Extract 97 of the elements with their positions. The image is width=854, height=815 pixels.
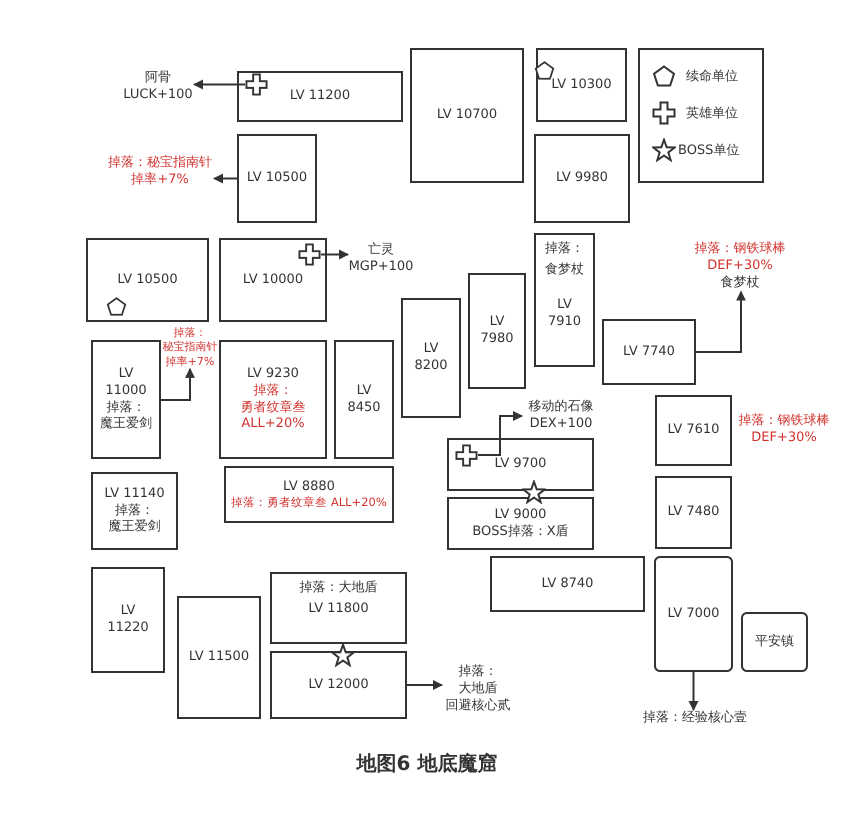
level-label: LV 9700	[494, 456, 546, 473]
legend-label: 英雄单位	[686, 105, 738, 122]
level-box	[468, 273, 526, 389]
level-box	[237, 134, 317, 223]
diagram-title: 地图6 地底魔窟	[354, 750, 498, 777]
level-label: 掉落：	[545, 241, 584, 258]
level-label: LV 10500	[117, 272, 178, 288]
reward-note: 掉落：	[458, 664, 498, 681]
reward-note: 阿骨	[145, 70, 171, 87]
level-box	[655, 476, 732, 549]
arrow	[213, 174, 237, 184]
reward-note: 大地盾	[458, 680, 498, 698]
legend-label: 续命单位	[686, 68, 738, 85]
drop-note: 勇者纹章叁	[240, 400, 306, 416]
reward-note: 掉落：经验核心壹	[643, 710, 747, 727]
level-label: 掉落：	[106, 400, 146, 416]
level-label: 掉落：大地盾	[300, 580, 378, 597]
drop-note: 掉率+7%	[131, 172, 189, 189]
level-box	[224, 466, 394, 523]
level-label: 魔王爱剑	[100, 416, 152, 434]
reward-note: 移动的石像	[528, 399, 594, 416]
level-box	[91, 567, 165, 673]
drop-note: 掉落：	[174, 326, 206, 340]
level-box	[270, 572, 407, 644]
level-label: LV 9000	[494, 506, 546, 524]
drop-note: DEF+30%	[707, 258, 773, 275]
drop-note: 掉落：勇者纹章叁 ALL+20%	[231, 495, 387, 510]
level-label: 魔王爱剑	[108, 519, 160, 536]
level-box	[334, 340, 394, 459]
level-label: LV 7610	[668, 422, 720, 439]
reward-note: MGP+100	[348, 258, 414, 276]
legend-label: BOSS单位	[678, 142, 740, 159]
level-box	[91, 472, 178, 550]
arrow	[478, 411, 523, 456]
reward-note: DEX+100	[530, 416, 592, 433]
level-box	[237, 71, 403, 122]
level-label: LV 7740	[623, 344, 675, 360]
level-box	[655, 395, 732, 466]
reward-note: 回避核心贰	[446, 698, 510, 715]
level-label: 掉落：	[115, 502, 154, 519]
level-label: LV 7000	[668, 606, 720, 622]
level-box	[91, 340, 161, 459]
level-box	[602, 319, 696, 385]
level-label: LV 11500	[188, 649, 250, 666]
level-box	[410, 48, 524, 183]
arrow	[161, 368, 195, 401]
level-label: LV 11140	[104, 486, 165, 503]
level-box	[177, 596, 261, 719]
level-label: LV 8450	[346, 382, 382, 416]
level-label: LV 8200	[413, 341, 449, 375]
reward-note: LUCK+100	[123, 86, 193, 104]
level-label: LV 11000	[104, 366, 148, 400]
level-box	[219, 238, 327, 322]
level-box	[401, 298, 461, 418]
level-label: LV 10000	[242, 272, 304, 288]
reward-note: 亡灵	[368, 242, 394, 259]
level-label: LV 8740	[542, 576, 594, 592]
level-label: LV 10700	[436, 107, 498, 124]
arrow	[321, 250, 349, 260]
drop-note: 掉落：	[254, 382, 292, 400]
level-label: 食梦杖	[545, 262, 584, 279]
arrow	[407, 680, 443, 690]
level-label: 平安镇	[755, 634, 794, 650]
reward-note: 食梦杖	[720, 274, 760, 292]
level-box	[534, 134, 630, 223]
drop-note: ALL+20%	[241, 416, 305, 434]
level-box	[741, 612, 808, 672]
arrow	[193, 80, 245, 90]
level-label: LV 11800	[308, 600, 369, 618]
level-box	[447, 438, 594, 491]
arrow	[696, 290, 746, 353]
level-label: LV 12000	[308, 676, 369, 694]
drop-note: 掉落：钢铁球棒 DEF+30%	[738, 413, 830, 447]
level-label: BOSS掉落：X盾	[472, 524, 569, 540]
level-label: LV 9980	[556, 170, 608, 187]
drop-note: 掉落：钢铁球棒	[694, 241, 786, 258]
level-box	[270, 651, 407, 719]
arrow	[688, 672, 698, 711]
level-label: LV 11220	[106, 603, 150, 637]
level-box	[534, 233, 595, 367]
level-label: LV 7910	[546, 296, 582, 331]
level-label: LV 7980	[479, 314, 515, 348]
level-label: LV 8880	[283, 478, 335, 496]
level-box	[654, 556, 733, 672]
level-box	[490, 556, 645, 612]
level-box	[536, 48, 627, 122]
level-label: LV 10300	[551, 76, 612, 94]
drop-note: 秘宝指南针	[162, 340, 218, 355]
level-label: LV 11200	[290, 88, 350, 105]
level-label: LV 9230	[247, 366, 299, 383]
drop-note: 掉率+7%	[166, 354, 214, 369]
drop-note: 掉落：秘宝指南针	[108, 155, 212, 172]
level-label: LV 10500	[246, 170, 308, 187]
level-box	[86, 238, 209, 322]
level-box	[447, 497, 594, 550]
level-label: LV 7480	[668, 504, 720, 521]
level-box	[219, 340, 327, 459]
